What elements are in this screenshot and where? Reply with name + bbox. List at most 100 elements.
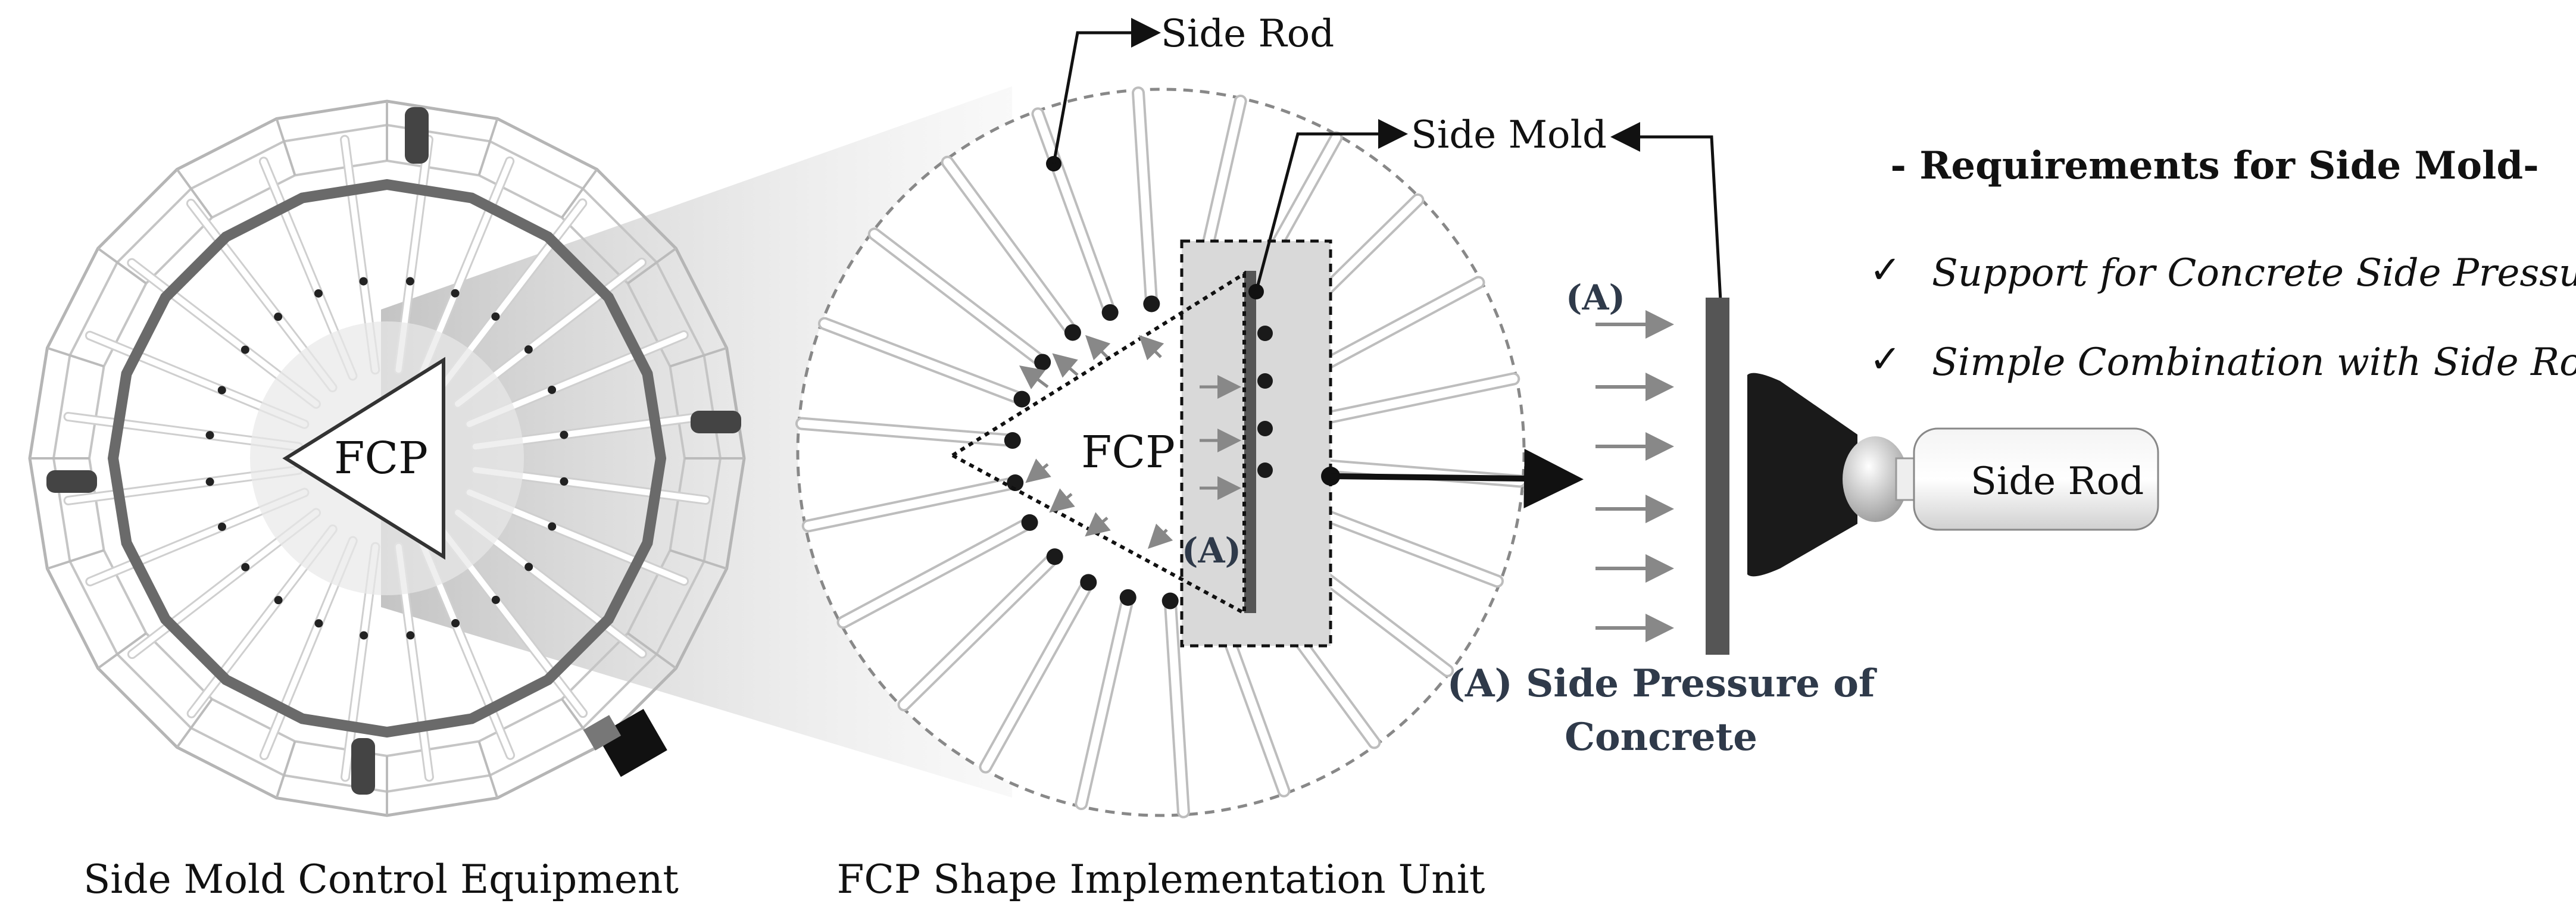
- rod-body: [1166, 596, 1188, 816]
- rod-body: [1134, 89, 1156, 308]
- mold-ring: [107, 179, 667, 738]
- pressure-arrow: [1019, 365, 1049, 389]
- check-icon: ✓: [1869, 337, 1901, 382]
- rod-body: [870, 230, 1047, 367]
- rod-joint: [548, 385, 557, 394]
- pressure-arrow: [1147, 523, 1173, 549]
- rod-body: [1295, 501, 1502, 586]
- rod-joint: [491, 595, 500, 604]
- side-mold-label: Side Mold: [1411, 113, 1607, 157]
- pressure-arrow: [1049, 488, 1075, 513]
- rod-body: [981, 578, 1093, 771]
- fcp-triangle-left: [282, 357, 445, 560]
- rod-head: [1004, 432, 1021, 449]
- connector-cone: [1747, 373, 1857, 577]
- rod-joint: [205, 477, 214, 486]
- rod-head: [1119, 589, 1136, 606]
- frame-strut: [477, 118, 499, 176]
- mold-connector: [1257, 373, 1273, 389]
- rod-joint: [451, 289, 460, 298]
- rod-head: [1034, 354, 1051, 371]
- frame-strut: [275, 118, 296, 176]
- rod-joint: [241, 345, 249, 354]
- mold-ring-outline: [107, 179, 667, 738]
- frame-strut: [176, 168, 213, 218]
- side-mold-bar-right: [1706, 298, 1729, 655]
- rod-joint: [205, 431, 214, 440]
- rod-body: [820, 319, 1026, 404]
- rod-body: [839, 518, 1034, 627]
- detail-arrow: [1330, 449, 1584, 509]
- requirement-item: Support for Concrete Side Pressure: [1932, 251, 2576, 295]
- mold-connector: [1257, 326, 1273, 341]
- pressure-arrow: [1085, 512, 1111, 537]
- rod-joint: [217, 386, 226, 395]
- pressure-arrows-center: [1019, 335, 1241, 549]
- rod-head: [1046, 548, 1063, 565]
- rod-head: [1021, 514, 1038, 531]
- requirements-panel: - Requirements for Side Mold- ✓ Support …: [1869, 143, 2576, 385]
- frame-strut: [669, 549, 727, 570]
- frame-strut: [275, 740, 296, 799]
- side-mold-control-equipment: FCP: [28, 99, 746, 817]
- rod-joint: [406, 631, 415, 640]
- side-rod-label-top: Side Rod: [1161, 12, 1334, 56]
- frame-strut: [97, 247, 147, 285]
- rod-body: [1077, 593, 1132, 808]
- rod-joint: [548, 522, 557, 531]
- rod-connectors: [1257, 326, 1273, 478]
- motor-box: [583, 709, 667, 777]
- frame-strut: [97, 632, 147, 670]
- caption-center: FCP Shape Implementation Unit: [837, 857, 1485, 902]
- rod-joint: [524, 562, 533, 571]
- ball-joint: [1843, 436, 1908, 522]
- side-rod-cylinder: [1913, 427, 2159, 531]
- side-rod-label-right: Side Rod: [1971, 460, 2144, 504]
- side-mold-detail: (A) Side Rod (A) Side Pressure of Concre…: [1447, 277, 2159, 760]
- pressure-title-line1: (A) Side Pressure of: [1447, 661, 1877, 706]
- requirement-item: Simple Combination with Side Rods: [1932, 340, 2576, 385]
- pressure-title-line2: Concrete: [1565, 715, 1757, 760]
- rod-joint: [451, 619, 460, 628]
- motor-bottom: [351, 738, 375, 795]
- rod-joint: [491, 312, 500, 321]
- fcp-shape-implementation-unit: FCP (A): [795, 86, 1584, 818]
- rod-joint: [314, 619, 323, 628]
- mold-connector: [1257, 421, 1273, 436]
- rod-joint: [274, 596, 283, 605]
- pressure-arrow: [1025, 458, 1051, 483]
- frame-strut: [627, 247, 677, 285]
- rod-body: [1033, 110, 1114, 317]
- rod-head: [1143, 295, 1160, 312]
- motor-right: [691, 411, 741, 433]
- caption-left: Side Mold Control Equipment: [83, 857, 679, 902]
- rod-joint: [560, 430, 569, 439]
- rod-head: [1064, 324, 1081, 341]
- rod-head: [1161, 592, 1179, 610]
- a-mark-right: (A): [1566, 277, 1625, 318]
- frame-strut: [46, 346, 105, 368]
- fcp-label-left: FCP: [334, 433, 428, 484]
- rod-head: [1101, 304, 1119, 321]
- pressure-arrow: [1085, 335, 1111, 361]
- frame-strut: [477, 740, 499, 799]
- rod-head: [1080, 574, 1097, 591]
- frame-strut: [561, 168, 598, 218]
- pressure-arrow: [1052, 353, 1079, 378]
- rod-joint: [560, 477, 569, 486]
- fcp-label-center: FCP: [1081, 427, 1175, 478]
- rod-joint: [217, 523, 226, 532]
- mold-connector: [1257, 462, 1273, 478]
- frame-strut: [176, 698, 213, 748]
- rod-joint: [314, 289, 323, 298]
- check-icon: ✓: [1869, 248, 1901, 292]
- callout-side-rod: Side Rod: [1046, 12, 1334, 171]
- callout-side-mold: Side Mold: [1248, 113, 1722, 301]
- pressure-arrow: [1138, 335, 1164, 361]
- rod-body: [943, 158, 1077, 337]
- requirements-title: - Requirements for Side Mold-: [1890, 143, 2538, 188]
- pressure-arrows-right: [1595, 310, 1674, 642]
- frame-strut: [669, 346, 727, 368]
- rod-joint: [241, 562, 250, 571]
